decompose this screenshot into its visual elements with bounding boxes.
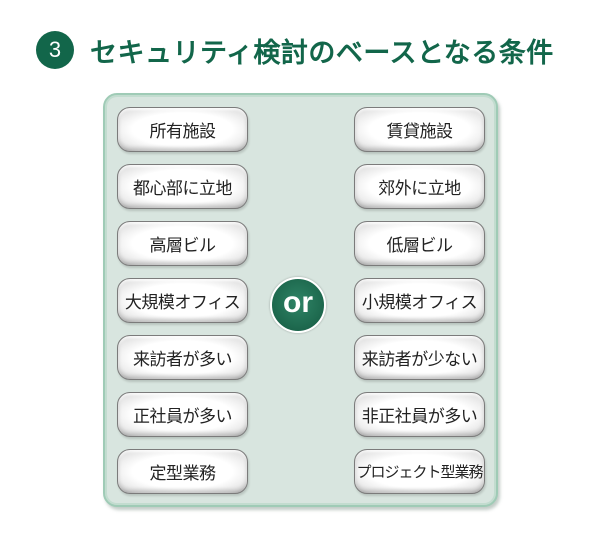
- condition-small-office: 小規模オフィス: [354, 278, 485, 323]
- condition-high-rise: 高層ビル: [117, 221, 248, 266]
- condition-many-non-regular-employees: 非正社員が多い: [354, 392, 485, 437]
- condition-rented-facility: 賃貸施設: [354, 107, 485, 152]
- condition-project-work: プロジェクト型業務: [354, 449, 485, 494]
- condition-owned-facility: 所有施設: [117, 107, 248, 152]
- condition-urban-location: 都心部に立地: [117, 164, 248, 209]
- left-conditions-column: 所有施設 都心部に立地 高層ビル 大規模オフィス 来訪者が多い 正社員が多い 定…: [117, 107, 248, 506]
- condition-few-visitors: 来訪者が少ない: [354, 335, 485, 380]
- condition-low-rise: 低層ビル: [354, 221, 485, 266]
- condition-suburban-location: 郊外に立地: [354, 164, 485, 209]
- condition-many-regular-employees: 正社員が多い: [117, 392, 248, 437]
- or-connector-badge: or: [270, 277, 326, 333]
- section-number-badge: 3: [36, 31, 74, 69]
- conditions-panel: 所有施設 都心部に立地 高層ビル 大規模オフィス 来訪者が多い 正社員が多い 定…: [103, 93, 498, 507]
- condition-many-visitors: 来訪者が多い: [117, 335, 248, 380]
- condition-large-office: 大規模オフィス: [117, 278, 248, 323]
- section-header: 3 セキュリティ検討のベースとなる条件: [36, 30, 554, 70]
- section-title: セキュリティ検討のベースとなる条件: [90, 37, 554, 69]
- right-conditions-column: 賃貸施設 郊外に立地 低層ビル 小規模オフィス 来訪者が少ない 非正社員が多い …: [354, 107, 485, 506]
- condition-routine-work: 定型業務: [117, 449, 248, 494]
